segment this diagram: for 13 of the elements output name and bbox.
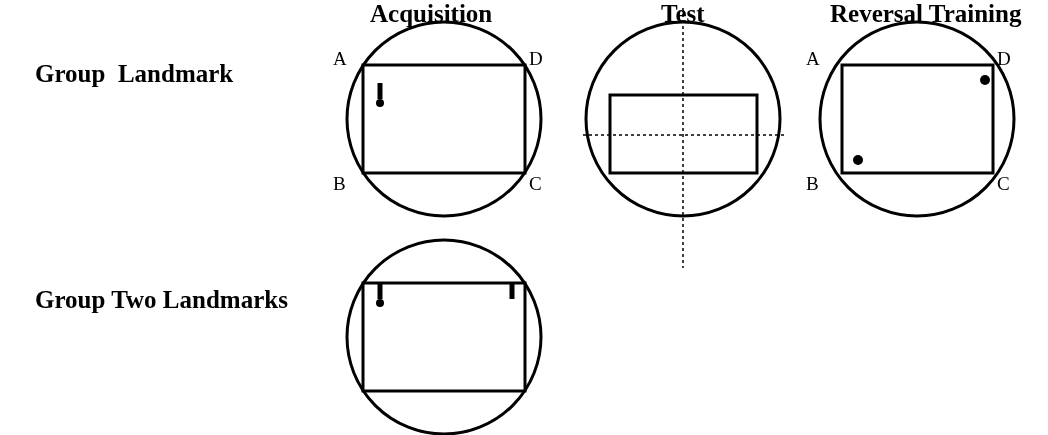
corner-letter: A xyxy=(806,48,820,70)
column-heading: Test xyxy=(661,0,705,28)
corner-letter: B xyxy=(806,173,819,195)
corner-letter: A xyxy=(333,48,347,70)
column-heading: Reversal Training xyxy=(830,0,1022,28)
corner-letter: B xyxy=(333,173,346,195)
row-heading: Group Two Landmarks xyxy=(35,286,288,314)
row-heading: Group Landmark xyxy=(35,60,234,88)
corner-letter: C xyxy=(997,173,1010,195)
corner-letter: D xyxy=(529,48,543,70)
corner-letter: C xyxy=(529,173,542,195)
column-heading: Acquisition xyxy=(370,0,493,28)
corner-letter: D xyxy=(997,48,1011,70)
